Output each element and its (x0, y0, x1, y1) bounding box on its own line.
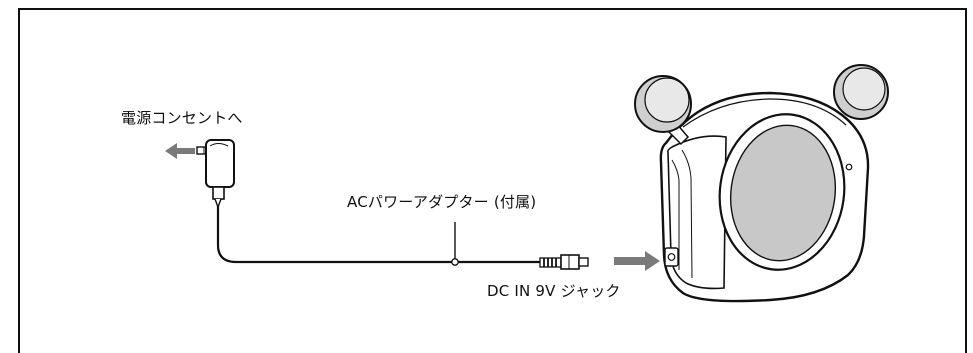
adapter-label-pointer-dot (451, 258, 459, 266)
speaker-device-icon (634, 64, 889, 303)
dc-plug-icon (539, 254, 589, 270)
arrow-right-icon (614, 251, 660, 271)
outlet-label: 電源コンセントへ (121, 109, 243, 127)
adapter-label: ACパワーアダプター (付属) (347, 193, 537, 211)
device-front-panel (667, 135, 727, 290)
figure-frame (18, 8, 967, 353)
dc-jack-port (664, 247, 679, 267)
diagram-canvas (165, 64, 889, 303)
speaker-grille (718, 113, 846, 271)
arrow-left-icon (165, 143, 195, 159)
adapter-cable (216, 205, 545, 264)
indicator-light (845, 163, 853, 171)
left-speaker-pod (634, 75, 692, 146)
ac-adapter-icon (196, 139, 235, 209)
jack-label: DC IN 9V ジャック (487, 282, 621, 300)
